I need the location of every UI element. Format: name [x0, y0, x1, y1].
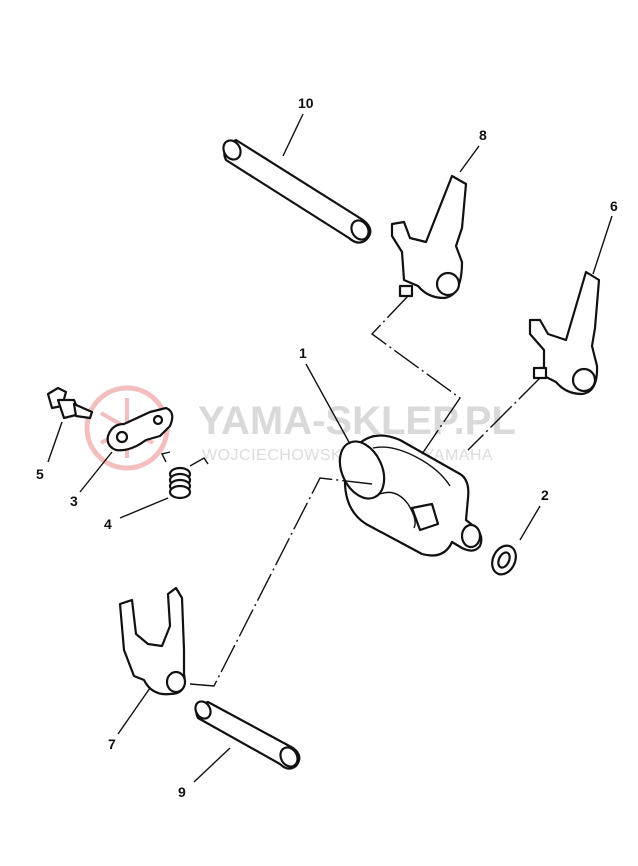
part-2-washer [491, 544, 517, 576]
part-4-torsion-spring [160, 451, 209, 500]
callout-3: 3 [70, 493, 78, 509]
alignment-lines [189, 295, 541, 687]
callout-2: 2 [541, 487, 549, 503]
part-7-shift-fork [118, 586, 187, 696]
part-6-shift-fork [528, 270, 601, 396]
callout-1: 1 [299, 345, 307, 361]
callout-4: 4 [104, 516, 112, 532]
part-1-shift-cam [338, 434, 483, 557]
watermark-title: YAMA-SKLEP.PL [198, 399, 516, 443]
callout-7: 7 [108, 736, 116, 752]
callout-10: 10 [298, 95, 314, 111]
callout-8: 8 [479, 127, 487, 143]
callout-9: 9 [178, 784, 186, 800]
part-8-shift-fork [390, 174, 468, 300]
part-5-bolt [46, 386, 94, 420]
callout-6: 6 [610, 198, 618, 214]
part-3-stopper-lever [106, 406, 174, 452]
part-9-shift-fork-shaft [194, 700, 301, 770]
callout-5: 5 [36, 466, 44, 482]
part-10-shift-fork-shaft [222, 138, 372, 244]
